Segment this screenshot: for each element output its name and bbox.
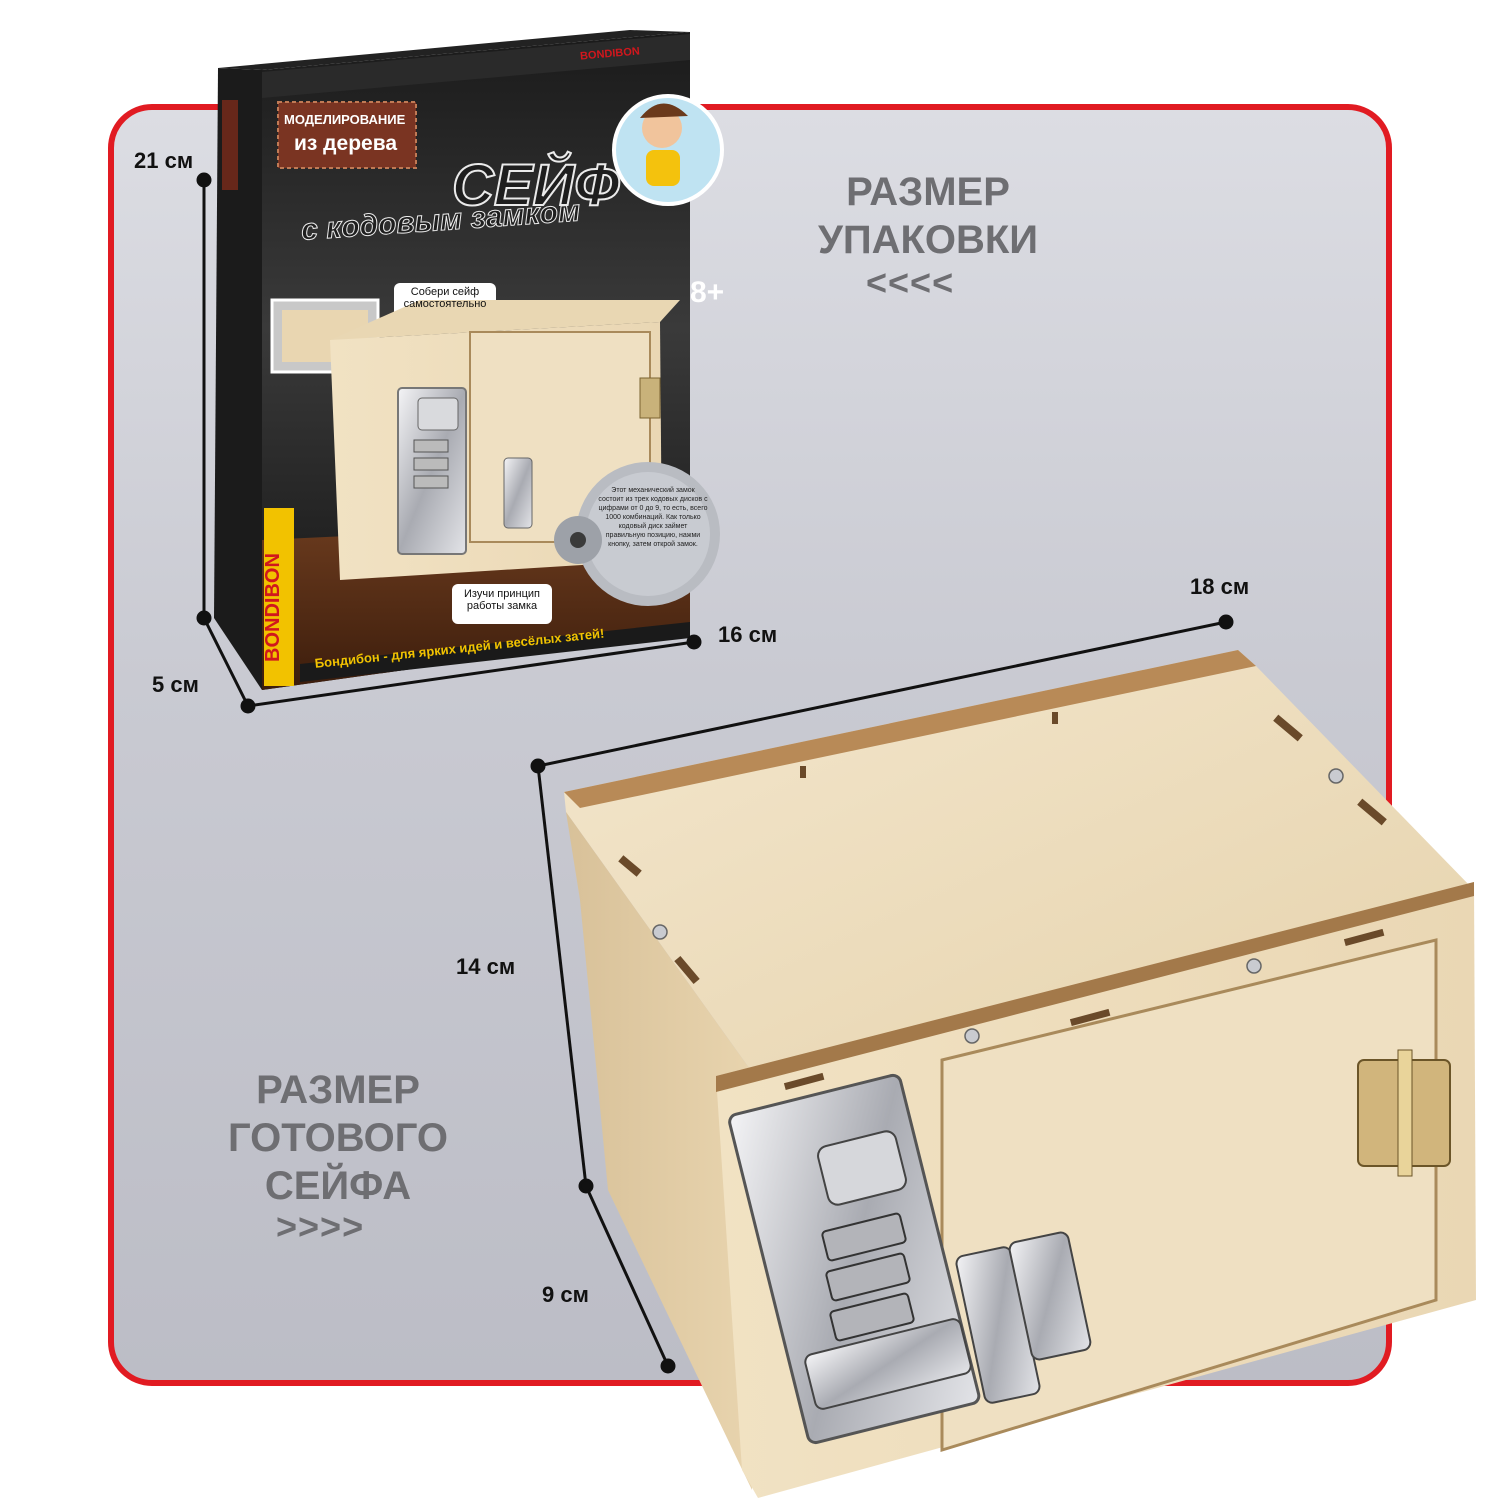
safe-size-line3: СЕЙФА xyxy=(264,1164,412,1208)
package-size-heading: РАЗМЕР УПАКОВКИ xyxy=(808,168,1048,264)
package-height-label: 21 см xyxy=(134,148,194,173)
safe-width-label: 18 см xyxy=(1190,574,1250,599)
safe-height-label: 14 см xyxy=(456,954,516,979)
safe-dimension-lines xyxy=(530,614,1234,1374)
safe-size-line1: РАЗМЕР xyxy=(256,1068,420,1112)
package-gear-text: Этот механический замок состоит из трех … xyxy=(598,487,708,548)
package-width-label: 16 см xyxy=(718,622,778,647)
safe-arrows: >>>> xyxy=(276,1206,365,1247)
safe-size-line2: ГОТОВОГО xyxy=(227,1116,449,1160)
safe-size-heading: РАЗМЕР ГОТОВОГО СЕЙФА xyxy=(208,1066,468,1210)
package-arrows: <<<< xyxy=(866,262,955,303)
package-tag-bottom-text: из дерева xyxy=(294,132,398,155)
package-gear-badge xyxy=(576,462,720,606)
package-side-face xyxy=(214,68,262,690)
assembled-safe xyxy=(564,650,1476,1498)
package-brand-vertical: BONDIBON xyxy=(262,553,284,662)
package-depth-label: 5 см xyxy=(152,672,199,697)
package-bubble-top-text: Собери сейф самостоятельно xyxy=(403,286,487,310)
package-category-tag xyxy=(277,101,417,169)
package-age-badge: 8+ xyxy=(690,276,725,309)
package-size-line1: РАЗМЕР xyxy=(846,170,1010,214)
package-brand-strip xyxy=(264,508,294,686)
package-dimension-lines xyxy=(196,172,702,714)
package-title: СЕЙФ xyxy=(451,152,621,219)
package-tag-top-text: МОДЕЛИРОВАНИЕ xyxy=(284,112,406,127)
package-top-face xyxy=(218,30,690,70)
package-size-line2: УПАКОВКИ xyxy=(817,218,1039,262)
package-bubble-bottom xyxy=(452,584,552,624)
safe-depth-label: 9 см xyxy=(542,1282,589,1307)
package-bubble-bottom-text: Изучи принцип работы замка xyxy=(464,588,540,612)
